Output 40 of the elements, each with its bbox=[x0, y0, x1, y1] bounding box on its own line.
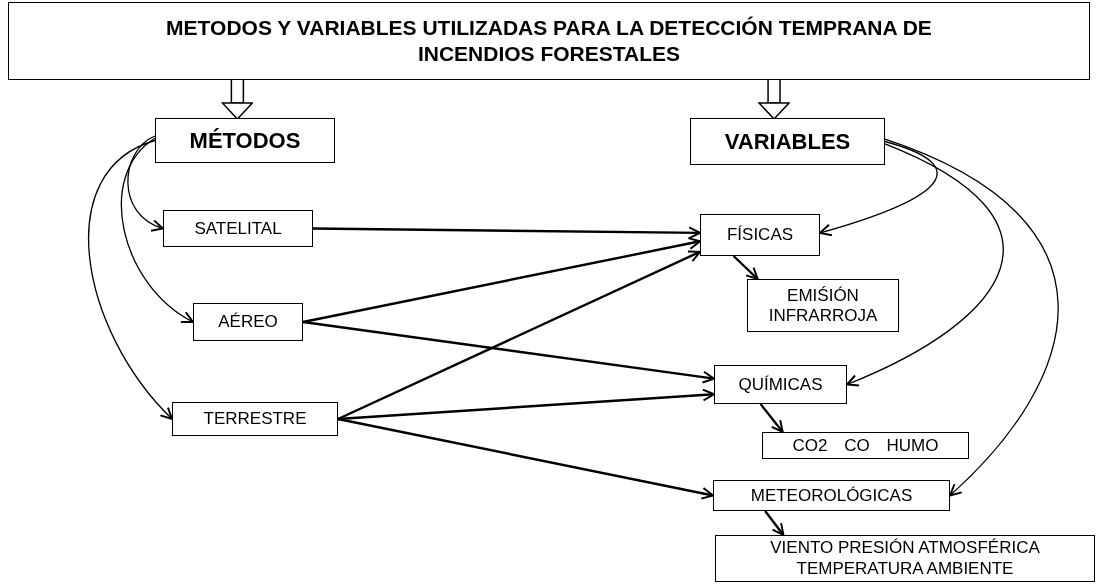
text-box bbox=[690, 118, 885, 165]
text-box bbox=[747, 279, 899, 332]
arrow bbox=[120, 137, 194, 323]
text-box bbox=[163, 210, 313, 247]
box-label: CO2 CO HUMO bbox=[792, 434, 939, 457]
arrow bbox=[884, 138, 1059, 497]
box-label: METODOS Y VARIABLES UTILIZADAS PARA LA DETECCIÓN TEMPRANA DE INCENDIOS FORESTALES bbox=[165, 14, 933, 67]
text-box bbox=[714, 365, 847, 404]
block-arrow bbox=[221, 79, 254, 120]
text-box bbox=[155, 118, 335, 163]
text-box bbox=[193, 303, 303, 341]
arrow bbox=[337, 417, 714, 500]
arrow bbox=[302, 237, 701, 324]
box-label: FÍSICAS bbox=[726, 224, 794, 247]
box-label: VIENTO PRESIÓN ATMOSFÉRICA TEMPERATURA AMBIENTE bbox=[769, 538, 1041, 579]
box-label: EMIŚIÓN INFRARROJA bbox=[767, 285, 879, 326]
box-label: MÉTODOS bbox=[189, 127, 301, 155]
box-label: TERRESTRE bbox=[203, 408, 307, 431]
box-label: METEOROLÓGICAS bbox=[750, 484, 913, 507]
text-box bbox=[713, 480, 950, 511]
box-label: QUÍMICAS bbox=[738, 373, 823, 396]
arrow bbox=[88, 139, 173, 420]
arrow bbox=[313, 226, 701, 240]
arrow bbox=[759, 403, 784, 433]
text-box bbox=[700, 214, 820, 256]
arrow bbox=[302, 320, 715, 384]
box-label: VARIABLES bbox=[724, 128, 851, 156]
arrow bbox=[127, 135, 164, 231]
box-label: SATELITAL bbox=[194, 217, 282, 240]
block-arrow bbox=[758, 79, 790, 120]
text-box bbox=[762, 432, 969, 459]
text-box bbox=[715, 535, 1095, 582]
arrow bbox=[732, 255, 759, 280]
arrow bbox=[764, 510, 785, 536]
text-box bbox=[172, 402, 338, 436]
arrow bbox=[819, 140, 938, 237]
arrow bbox=[846, 143, 1004, 387]
box-label: AÉREO bbox=[218, 311, 278, 334]
arrow bbox=[337, 250, 701, 421]
title-box bbox=[8, 2, 1090, 80]
